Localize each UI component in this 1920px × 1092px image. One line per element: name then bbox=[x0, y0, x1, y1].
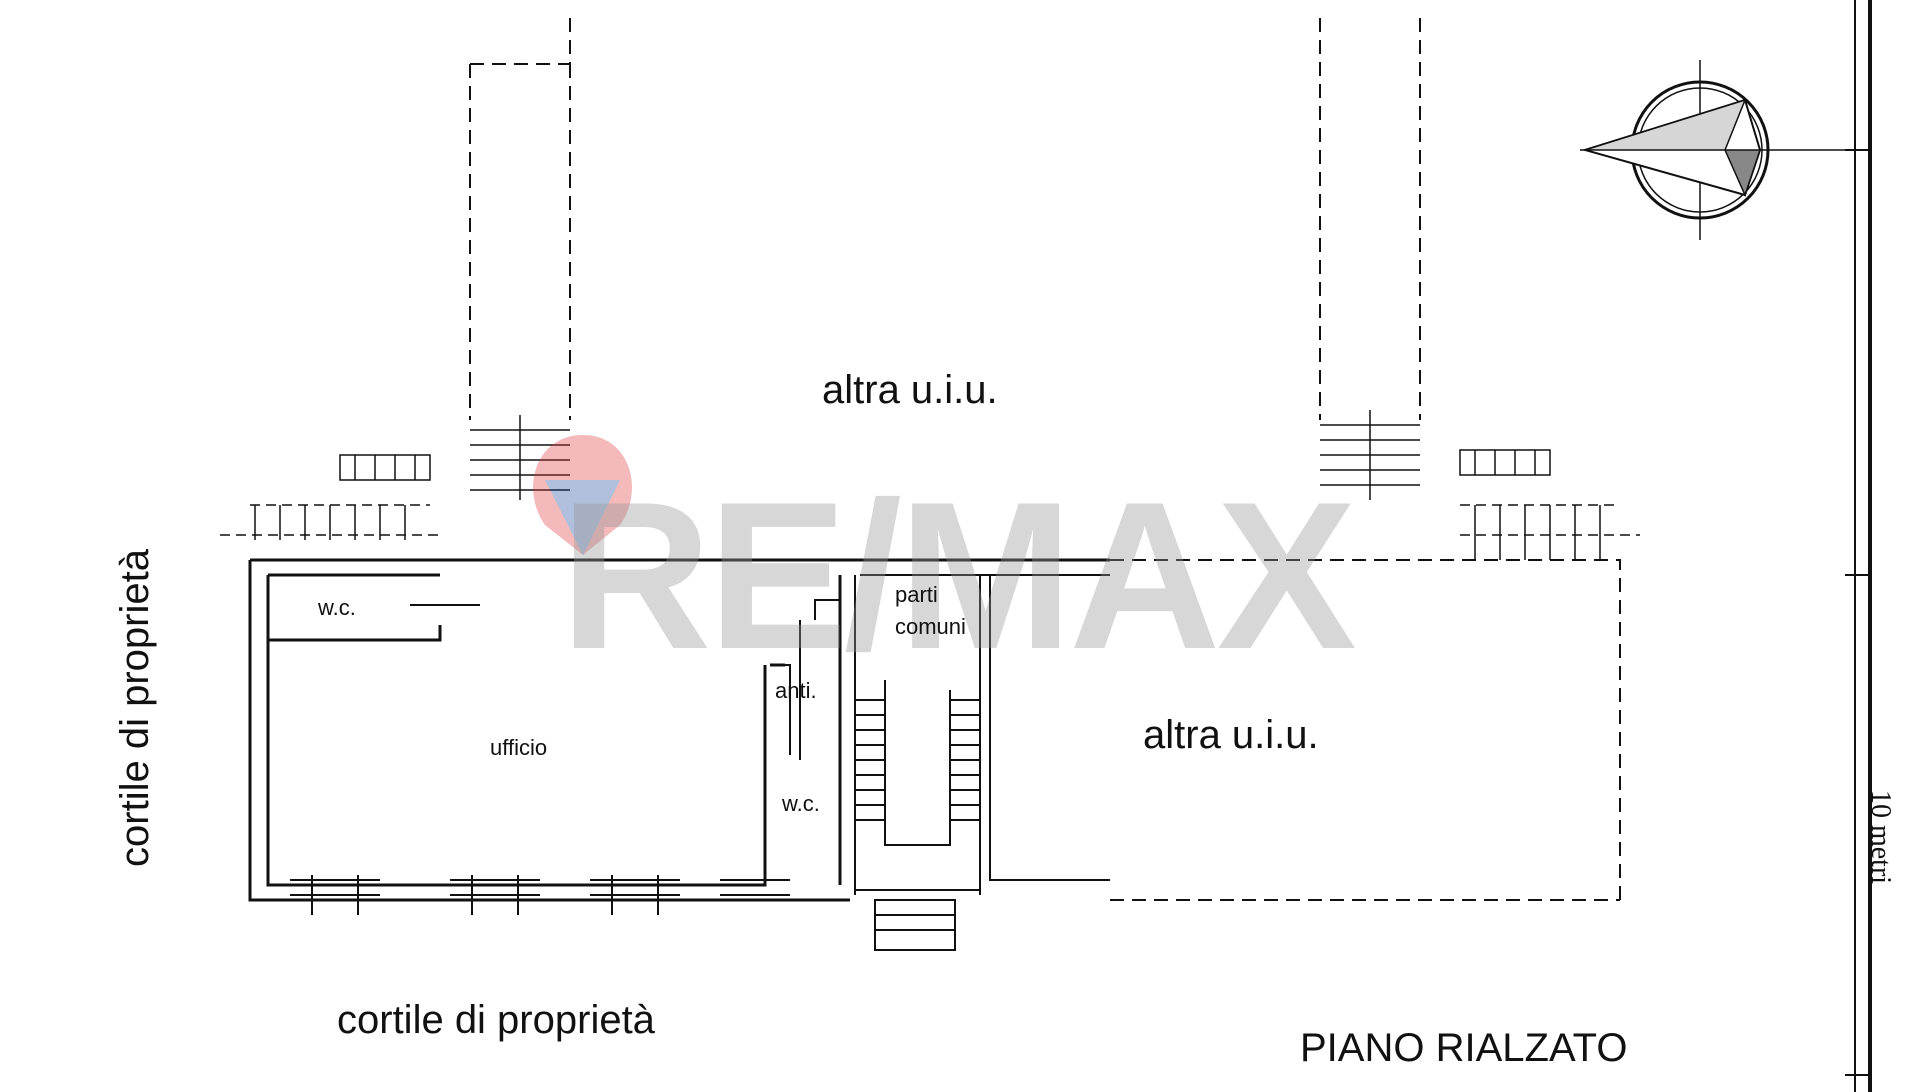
left-fence bbox=[220, 504, 440, 540]
scale-bar bbox=[1845, 0, 1872, 1092]
floor-name-label: PIANO RIALZATO bbox=[1300, 1026, 1628, 1070]
compass-rose bbox=[1580, 60, 1855, 240]
windows bbox=[290, 875, 790, 915]
scale-label: 10 metri bbox=[1865, 789, 1896, 885]
upper-right-wing bbox=[1319, 18, 1421, 420]
right-unit-outline bbox=[860, 559, 1621, 901]
wc-top-label: w.c. bbox=[318, 595, 356, 620]
main-building-walls bbox=[248, 558, 1110, 902]
anti-label: anti. bbox=[775, 678, 817, 703]
upper-left-wing bbox=[469, 18, 571, 420]
right-stair-steps bbox=[1320, 410, 1551, 500]
office-label: ufficio bbox=[490, 735, 548, 760]
balloon-logo bbox=[533, 435, 632, 555]
common-stairwell bbox=[854, 575, 981, 951]
common-parts-label-1: parti bbox=[895, 582, 938, 607]
upper-unit-label: altra u.i.u. bbox=[822, 368, 998, 412]
right-fence bbox=[1460, 504, 1640, 560]
right-unit-label: altra u.i.u. bbox=[1143, 713, 1319, 757]
common-parts-label-2: comuni bbox=[895, 614, 966, 639]
wc-small-label: w.c. bbox=[782, 791, 820, 816]
bottom-courtyard-label: cortile di proprietà bbox=[337, 998, 655, 1042]
watermark: RE/MAX bbox=[560, 458, 1357, 693]
service-partitions bbox=[410, 599, 840, 760]
left-courtyard-label: cortile di proprietà bbox=[113, 549, 157, 867]
left-stair-steps bbox=[339, 415, 570, 500]
